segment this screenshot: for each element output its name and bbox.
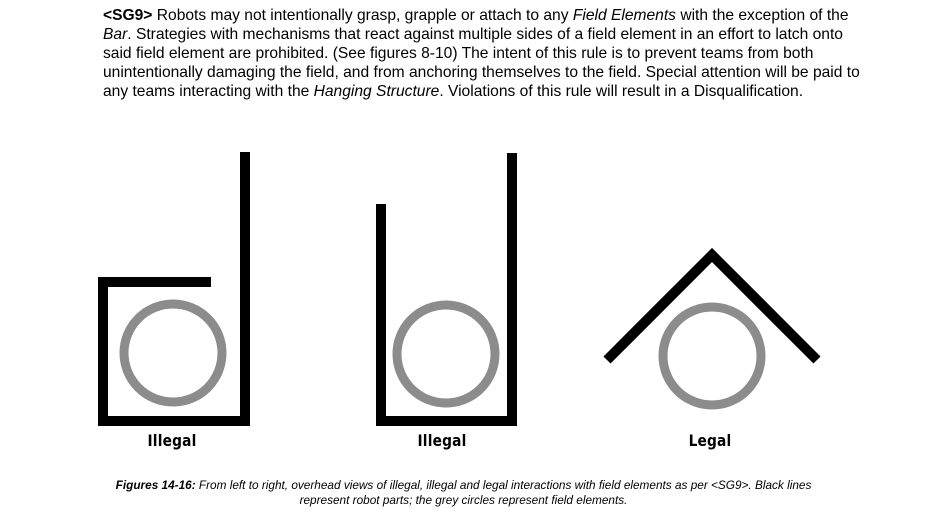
bar-term: Bar [103, 26, 128, 43]
field-elements-term: Field Elements [572, 7, 676, 24]
figure-caption: Figures 14-16: From left to right, overh… [0, 478, 927, 508]
field-element-2 [392, 300, 500, 408]
field-element-1 [119, 299, 227, 407]
robot-part-2 [376, 153, 517, 426]
caption-title: Figures 14-16: [115, 478, 196, 492]
figure-2-illegal [376, 153, 517, 426]
rule-paragraph: <SG9> Robots may not intentionally grasp… [103, 6, 863, 101]
robot-part-3 [603, 247, 821, 364]
caption-line-1: Figures 14-16: From left to right, overh… [0, 478, 927, 493]
figure-1-illegal [98, 152, 250, 426]
figure-3-legal [603, 247, 821, 410]
caption-text-1: From left to right, overhead views of il… [195, 478, 812, 492]
figure-3-label: Legal [688, 431, 732, 450]
figure-2-label: Illegal [417, 431, 467, 450]
hanging-structure-term: Hanging Structure [313, 83, 440, 100]
rule-text-2: with the exception of the [675, 7, 849, 24]
figure-1-label: Illegal [147, 431, 197, 450]
caption-line-2: represent robot parts; the grey circles … [299, 493, 628, 507]
robot-part-1 [98, 152, 250, 426]
rule-id: <SG9> [103, 7, 153, 24]
rule-text-3: . Strategies with mechanisms that react … [103, 26, 860, 100]
rule-text-1: Robots may not intentionally grasp, grap… [152, 7, 573, 24]
field-element-3 [658, 302, 766, 410]
rule-text-4: . Violations of this rule will result in… [439, 83, 804, 100]
